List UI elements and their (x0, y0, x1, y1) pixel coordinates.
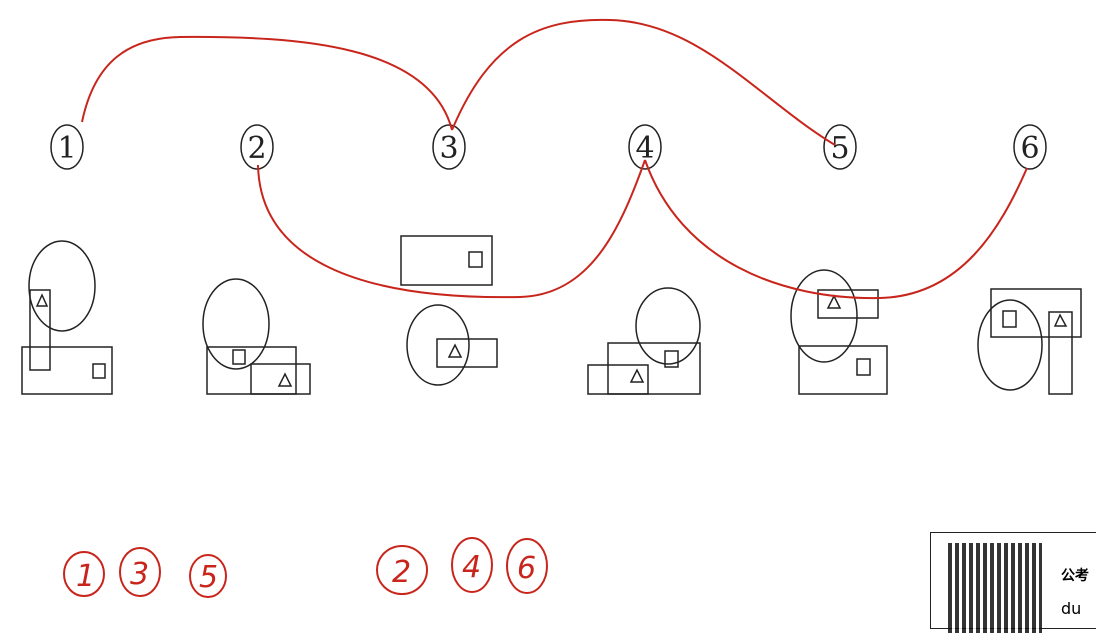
square-icon (856, 358, 871, 376)
figure-5 (790, 269, 888, 395)
svg-text:2: 2 (247, 131, 266, 166)
label-2: 2 (240, 124, 274, 170)
label-4: 4 (628, 124, 662, 170)
option-labels: 1 2 3 4 5 6 (50, 124, 1047, 170)
figure-4 (587, 287, 701, 395)
label-3: 3 (432, 124, 466, 170)
svg-text:5: 5 (199, 560, 218, 595)
handle-text: du (1061, 599, 1082, 618)
square-icon (468, 251, 483, 268)
qr-watermark: 公考 du (930, 532, 1096, 633)
label-5: 5 (823, 124, 857, 170)
svg-text:6: 6 (1020, 131, 1039, 166)
handwritten-answers: 1 3 5 2 4 6 (63, 537, 548, 598)
triangle-icon (277, 372, 293, 387)
triangle-icon (629, 368, 645, 383)
triangle-icon (1053, 313, 1068, 327)
square-icon (232, 349, 246, 365)
square-icon (92, 363, 106, 379)
qr-code (948, 543, 1042, 633)
svg-text:3: 3 (439, 131, 458, 166)
figure-2 (202, 278, 311, 395)
label-6: 6 (1013, 124, 1047, 170)
triangle-icon (447, 343, 463, 358)
answer-group-2: 2 4 6 (376, 537, 548, 595)
brand-text: 公考 (1061, 568, 1089, 584)
triangle-icon (35, 293, 49, 307)
svg-text:3: 3 (130, 557, 149, 592)
answer-group-1: 1 3 5 (63, 547, 227, 598)
svg-text:5: 5 (830, 131, 849, 166)
figure-6 (977, 288, 1082, 395)
square-icon (664, 350, 679, 368)
svg-text:4: 4 (635, 131, 654, 166)
svg-text:1: 1 (57, 131, 76, 166)
svg-text:2: 2 (392, 555, 411, 590)
svg-text:1: 1 (76, 559, 95, 594)
figure-3 (400, 235, 498, 386)
svg-text:6: 6 (517, 551, 536, 586)
figure-1 (21, 240, 113, 395)
triangle-icon (826, 294, 842, 309)
svg-text:4: 4 (462, 550, 481, 585)
label-1: 1 (50, 124, 84, 170)
red-annotation-curves (81, 18, 1028, 300)
square-icon (1002, 310, 1017, 328)
